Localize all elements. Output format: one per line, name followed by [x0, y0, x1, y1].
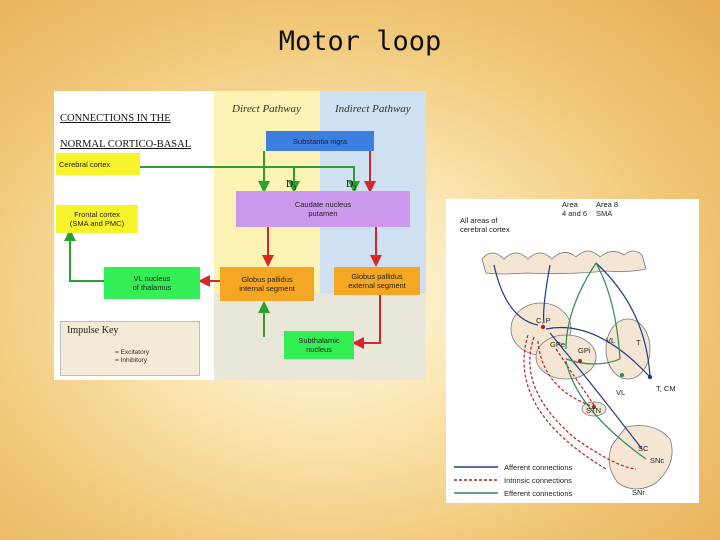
- cortico-basal-ganglia-loop-diagram: CONNECTIONS IN THE NORMAL CORTICO-BASAL …: [54, 91, 426, 380]
- impulse-key: Impulse Key = Excitatory = Inhibitory: [60, 321, 200, 376]
- cortex-to-striatum-arrow-2: [294, 166, 360, 193]
- vl-lower-label: VL: [616, 388, 626, 397]
- midbrain-shape: [608, 425, 673, 490]
- cm-label: T, CM: [656, 384, 676, 393]
- direct-pathway-label: Direct Pathway: [232, 103, 301, 115]
- cerebral-cortex-box: Cerebral cortex: [56, 153, 140, 175]
- key-inhibitory-label: = Inhibitory: [115, 357, 147, 364]
- heading-line-2: NORMAL CORTICO-BASAL: [60, 139, 192, 150]
- area-8-label: Area 8 SMA: [596, 200, 619, 218]
- legend-efferent-label: Efferent connections: [504, 489, 573, 498]
- areas-4-6-label: Area 4 and 6: [562, 200, 588, 218]
- vl-upper-label: VL: [606, 336, 616, 345]
- vl-nucleus-box: VL nucleus of thalamus: [104, 267, 200, 299]
- slide-title: Motor loop: [278, 26, 442, 57]
- gpe-to-stn-arrow: [352, 295, 381, 349]
- snc-label: SNc: [650, 456, 665, 465]
- impulse-key-title: Impulse Key: [67, 325, 119, 336]
- d2-receptor-label: D2: [346, 179, 357, 192]
- gp-internal-box: Globus pallidus internal segment: [220, 267, 314, 301]
- key-excitatory-label: = Excitatory: [115, 349, 150, 356]
- gp-external-box: Globus pallidus external segment: [334, 267, 420, 295]
- anatomy-drawing: [454, 250, 673, 494]
- subthalamic-nucleus-box: Subthalamic nucleus: [284, 331, 354, 359]
- cortex-to-striatum-arrow: [140, 166, 300, 193]
- caudate-putamen-box: Caudate nucleus putamen: [236, 191, 410, 227]
- globus-pallidus-shape: [535, 334, 597, 380]
- legend-intrinsic-label: Intrinsic connections: [504, 476, 572, 485]
- vl-to-frontal-arrow: [64, 229, 104, 282]
- all-areas-label: All areas of cerebral cortex: [460, 216, 510, 234]
- stn-label: STN: [586, 406, 601, 415]
- indirect-pathway-label: Indirect Pathway: [335, 103, 411, 115]
- gpi-label: GPi: [578, 346, 591, 355]
- sc-label: SC: [638, 444, 649, 453]
- basal-ganglia-anatomy-diagram: All areas of cerebral cortex Area 4 and …: [446, 199, 699, 503]
- snr-label: SNr: [632, 488, 645, 497]
- d1-receptor-label: D1: [286, 179, 297, 192]
- legend-afferent-label: Afferent connections: [504, 463, 573, 472]
- gpe-label: GPe: [550, 340, 566, 349]
- frontal-cortex-box: Frontal cortex (SMA and PMC): [56, 205, 138, 233]
- cp-label: C, P: [536, 316, 551, 325]
- heading-line-1: CONNECTIONS IN THE: [60, 113, 171, 124]
- cortex-gyri: [481, 250, 647, 275]
- t-label: T: [636, 338, 641, 347]
- substantia-nigra-box: Substantia nigra: [266, 131, 374, 151]
